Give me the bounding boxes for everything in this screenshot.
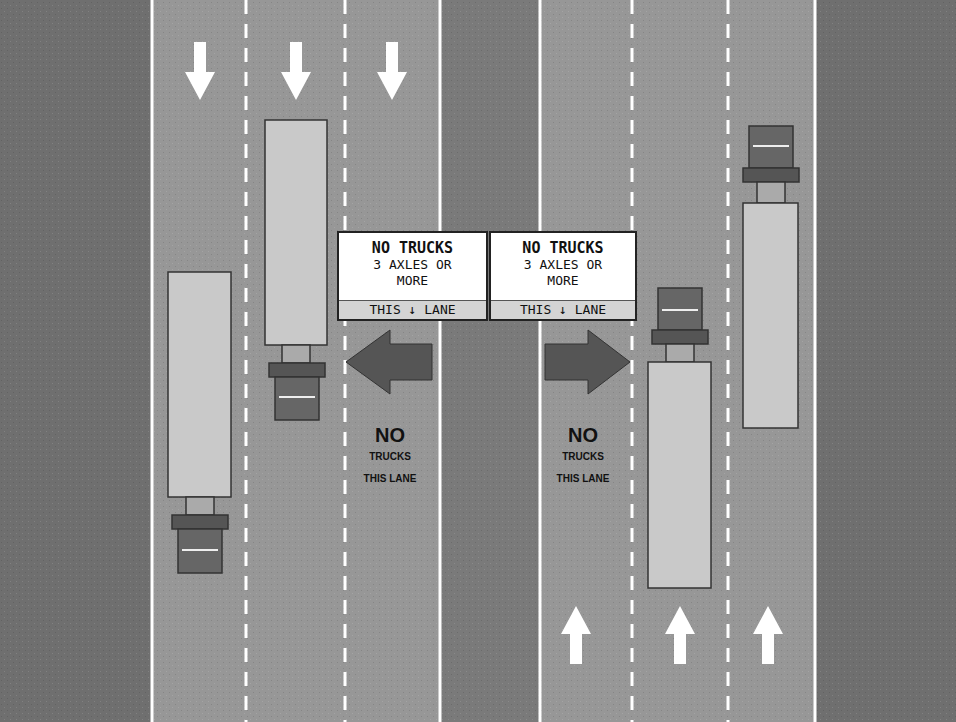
sign-text: THIS ↓ LANE [339,300,486,319]
sign-text: NO TRUCKS [372,239,453,257]
sign-text: 3 AXLES OR MORE [365,257,461,289]
pavement-marking: NO TRUCKS THIS LANE [360,424,420,490]
sign-text: NO TRUCKS [522,239,603,257]
sign-board: NO TRUCKS3 AXLES OR MORE THIS ↓ LANE [337,231,488,321]
sign-board: NO TRUCKS3 AXLES OR MORE THIS ↓ LANE [489,231,637,321]
pavement-marking: NO TRUCKS THIS LANE [553,424,613,490]
sign-text: THIS ↓ LANE [491,300,635,319]
sign-text: 3 AXLES OR MORE [515,257,611,289]
